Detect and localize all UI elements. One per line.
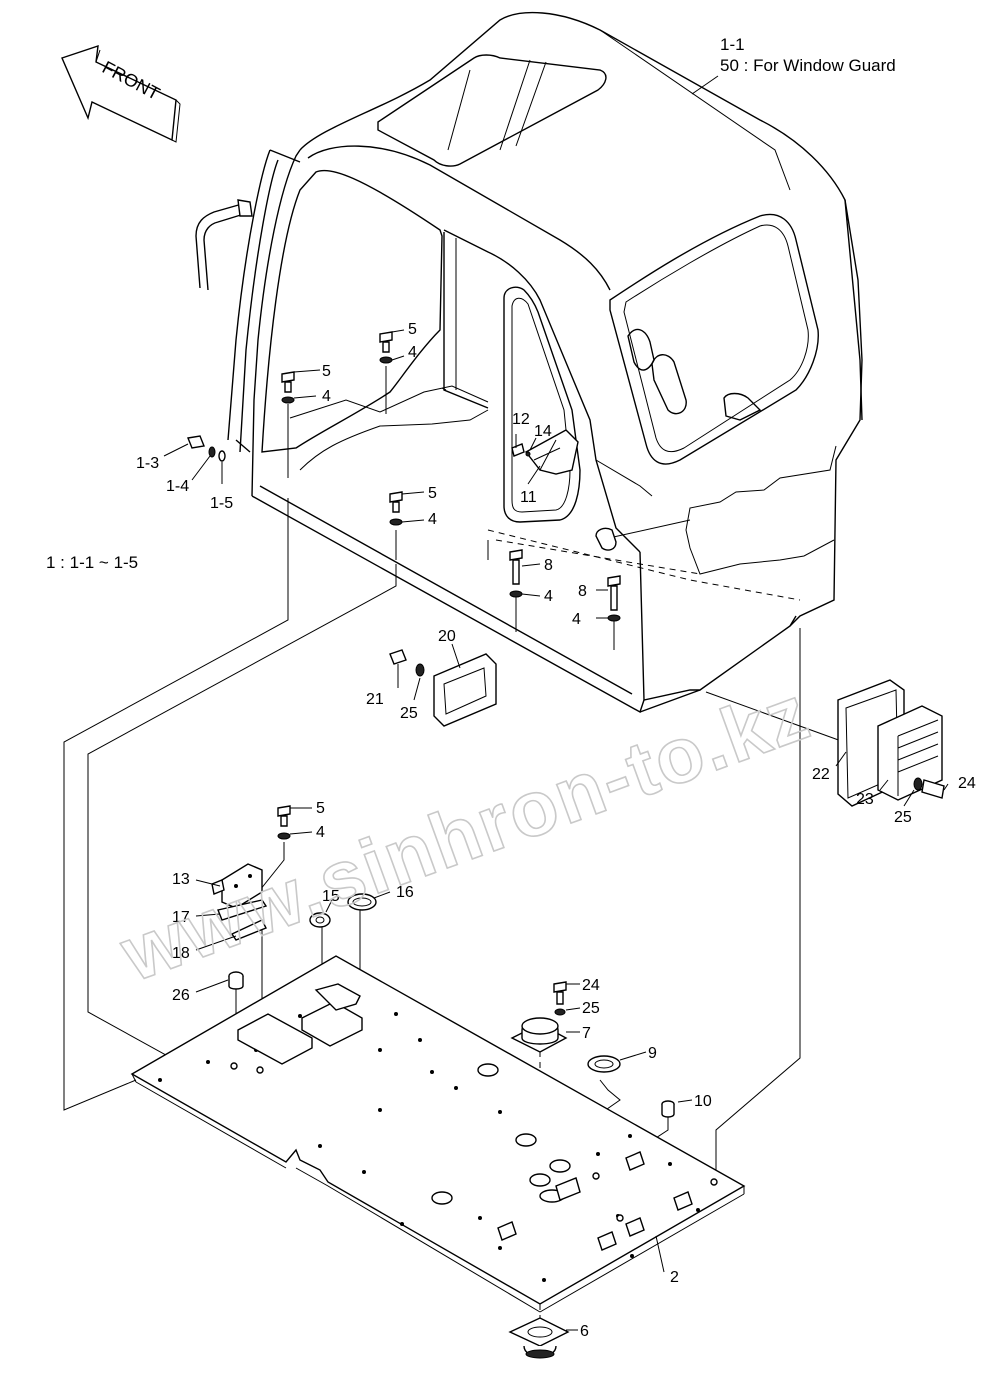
washer-4-e [607,614,621,622]
callout-7: 7 [582,1025,591,1042]
bolt-5-c [389,491,403,513]
callout-14: 14 [534,423,552,440]
mount-6 [508,1317,570,1359]
callout-25-a: 25 [400,705,418,722]
bolt-5-d [277,805,291,827]
washer-25-a [415,663,425,677]
callout-22: 22 [812,766,830,783]
window-guard-note: 50 : For Window Guard [720,56,896,75]
callout-12: 12 [512,411,530,428]
callout-25-b: 25 [894,809,912,826]
callout-4-a: 4 [322,388,331,405]
front-arrow-icon: FRONT [61,44,181,143]
callout-21: 21 [366,691,384,708]
callout-labels: 1-3 1-4 1-5 5 4 5 4 5 4 12 14 11 8 4 8 4… [136,321,976,1340]
callout-10: 10 [694,1093,712,1110]
bolt-8-a [509,549,523,585]
bolt-8-b [607,575,621,611]
callout-5-b: 5 [408,321,417,338]
bolt-24-b [553,981,567,1005]
callout-1-5: 1-5 [210,495,233,512]
washer-1-5 [218,450,226,462]
callout-8-b: 8 [578,583,587,600]
callout-2: 2 [670,1269,679,1286]
washer-4-d [509,590,523,598]
bolt-5-a [281,371,295,393]
bolt-21 [389,649,407,665]
callout-5-a: 5 [322,363,331,380]
callout-4-d: 4 [544,588,553,605]
callout-4-f: 4 [316,824,325,841]
washer-14 [525,451,531,457]
floor-plate-tabs [497,1151,693,1251]
bolt-5-b [379,331,393,353]
shim-17 [217,899,268,921]
callout-18: 18 [172,945,190,962]
callout-6: 6 [580,1323,589,1340]
callout-25-c: 25 [582,1000,600,1017]
washer-25-c [554,1008,566,1016]
washer-25-b [913,777,923,791]
callout-1-4: 1-4 [166,478,189,495]
kit-range-note: 1 : 1-1 ~ 1-5 [46,553,138,572]
floor-bracket [237,1013,313,1065]
cap-26 [228,971,244,990]
callout-1-3: 1-3 [136,455,159,472]
washer-4-c [389,518,403,526]
callout-4-b: 4 [408,344,417,361]
callout-11: 11 [520,489,537,506]
washer-1-4 [208,446,216,458]
vent-frame-20 [433,653,497,727]
grommet-15 [309,912,331,928]
assembly-ref-note: 1-1 [720,35,745,54]
floor-plate [130,955,746,1313]
callout-26: 26 [172,987,190,1004]
leader-1-1 [691,75,719,95]
mount-7 [510,1017,568,1053]
callout-4-e: 4 [572,611,581,628]
screw-12 [511,443,525,457]
washer-4-f [277,832,291,840]
grommet-16 [347,893,377,911]
cab-body [195,11,863,714]
callout-23: 23 [856,791,874,808]
callout-13: 13 [172,871,190,888]
callout-15: 15 [322,888,340,905]
grommet-9 [587,1055,621,1073]
callout-20: 20 [438,628,456,645]
callout-24-b: 24 [582,977,600,994]
front-arrow-label: FRONT [99,57,163,104]
callout-5-c: 5 [428,485,437,502]
callout-16: 16 [396,884,414,901]
callout-9: 9 [648,1045,657,1062]
callout-8-a: 8 [544,557,553,574]
callout-4-c: 4 [428,511,437,528]
callout-17: 17 [172,909,190,926]
shim-18 [230,919,267,941]
bolt-1-3 [187,435,205,449]
floor-plate-holes [158,1012,718,1282]
callout-leaders [163,329,949,1331]
callout-5-d: 5 [316,800,325,817]
washer-4-a [281,396,295,404]
louvre-23 [877,705,943,801]
callout-24-a: 24 [958,775,976,792]
cap-10 [661,1100,675,1118]
bracket-13 [211,863,263,909]
washer-4-b [379,356,393,364]
bolt-24-a [921,779,945,799]
